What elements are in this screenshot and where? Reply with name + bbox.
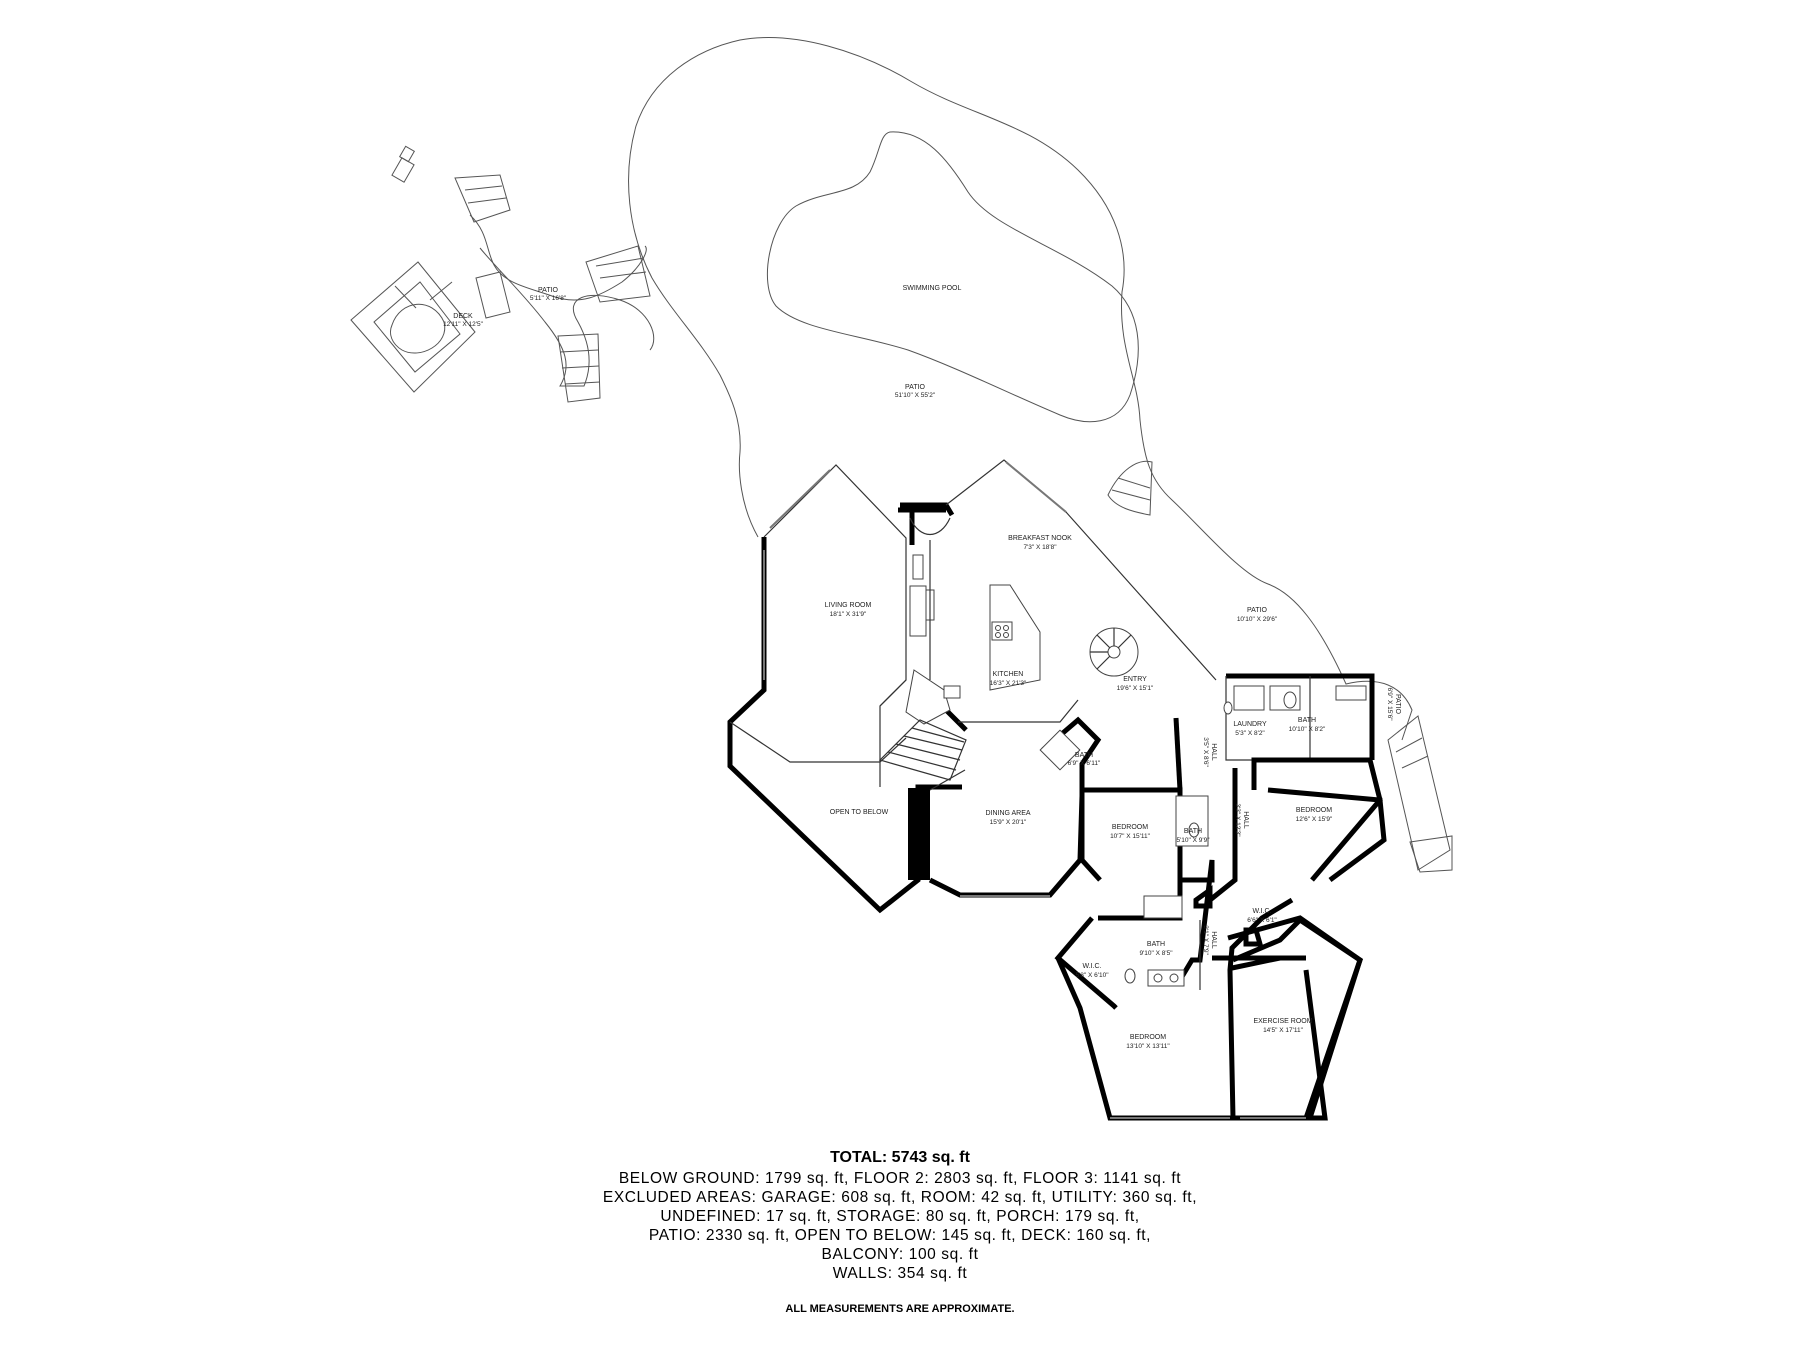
summary-line: PATIO: 2330 sq. ft, OPEN TO BELOW: 145 s… <box>648 1227 1152 1244</box>
summary-line: BALCONY: 100 sq. ft <box>821 1246 979 1263</box>
room-label-bedroom-right: BEDROOM 12'6" X 15'9" <box>1296 807 1333 823</box>
bath-lower-name: BATH <box>1147 941 1165 948</box>
deck <box>350 261 476 393</box>
room-label-wic-left: W.I.C. 5'8" X 6'10" <box>1075 963 1109 979</box>
breakfast-nook-name: BREAKFAST NOOK <box>1008 535 1072 542</box>
wic-left-dim: 5'8" X 6'10" <box>1075 972 1109 979</box>
summary-line: WALLS: 354 sq. ft <box>832 1265 968 1282</box>
room-label-patio-right: PATIO 10'10" X 29'6" <box>1237 607 1278 623</box>
hall-mid-name: HALL <box>1242 811 1249 829</box>
patio-right-name: PATIO <box>1247 607 1268 614</box>
room-label-patio-main: PATIO 51'10" X 55'2" <box>895 384 936 399</box>
bath-small-name: BATH <box>1075 752 1093 759</box>
room-label-bath-lower: BATH 9'10" X 8'5" <box>1139 941 1173 957</box>
swimming-pool <box>766 131 1139 423</box>
house-walls <box>727 459 1387 1121</box>
wic-right-dim: 6'6" X 6'1" <box>1247 917 1277 924</box>
kitchen-name: KITCHEN <box>993 671 1024 678</box>
deck-dim: 12'11" X 12'5" <box>443 321 484 328</box>
laundry-name: LAUNDRY <box>1233 721 1267 728</box>
room-label-living-room: LIVING ROOM 18'1" X 31'9" <box>825 602 872 618</box>
bath-laundry-name: BATH <box>1298 717 1316 724</box>
entry-name: ENTRY <box>1123 676 1147 683</box>
main-staircase <box>878 719 967 781</box>
room-label-hall-lower: HALL 3'1" X 7'9" <box>1202 925 1217 955</box>
room-label-hall-upper: HALL 3'5" X 8'6" <box>1202 737 1217 767</box>
room-label-bath-laundry: BATH 10'10" X 8'2" <box>1289 717 1326 733</box>
bath-laundry-dim: 10'10" X 8'2" <box>1289 726 1326 733</box>
living-room-name: LIVING ROOM <box>825 602 872 609</box>
patio-small-name: PATIO <box>538 287 559 294</box>
room-label-entry: ENTRY 19'6" X 15'1" <box>1117 676 1154 692</box>
bath-fixtures <box>1039 685 1367 987</box>
patio-main-dim: 51'10" X 55'2" <box>895 392 936 399</box>
small-patio-path-lower <box>479 247 655 387</box>
hall-upper-name: HALL <box>1210 743 1217 761</box>
laundry-dim: 5'3" X 8'2" <box>1235 730 1265 737</box>
room-label-wic-right: W.I.C. 6'6" X 6'1" <box>1247 908 1277 924</box>
summary-line: UNDEFINED: 17 sq. ft, STORAGE: 80 sq. ft… <box>660 1208 1140 1225</box>
swimming-pool-name: SWIMMING POOL <box>903 285 962 292</box>
breakfast-nook-dim: 7'3" X 18'8" <box>1023 544 1057 551</box>
windows <box>763 461 1306 1119</box>
deck-name: DECK <box>453 313 473 320</box>
small-patio-path <box>469 214 647 301</box>
wic-right-name: W.I.C. <box>1252 908 1271 915</box>
approximate-note: ALL MEASUREMENTS ARE APPROXIMATE. <box>785 1303 1015 1315</box>
exercise-room-name: EXERCISE ROOM <box>1253 1018 1312 1025</box>
patio-side-dim: 6'9" X 15'6" <box>1386 687 1393 721</box>
patio-main-name: PATIO <box>905 384 926 391</box>
kitchen-dim: 16'3" X 21'3" <box>990 680 1027 687</box>
room-label-open-to-below: OPEN TO BELOW <box>830 809 889 816</box>
exercise-room-dim: 14'5" X 17'11" <box>1263 1027 1304 1034</box>
kitchen-fixtures <box>905 540 1041 725</box>
room-label-exercise-room: EXERCISE ROOM 14'5" X 17'11" <box>1253 1018 1312 1034</box>
bedroom-lower-name: BEDROOM <box>1130 1034 1166 1041</box>
area-summary: TOTAL: 5743 sq. ft BELOW GROUND: 1799 sq… <box>0 1148 1800 1283</box>
dining-area-name: DINING AREA <box>985 810 1030 817</box>
room-label-bedroom-mid: BEDROOM 10'7" X 15'11" <box>1110 824 1151 840</box>
open-to-below-name: OPEN TO BELOW <box>830 809 889 816</box>
room-label-patio-side: PATIO 6'9" X 15'6" <box>1386 687 1401 721</box>
patio-side-name: PATIO <box>1394 694 1401 715</box>
living-room-dim: 18'1" X 31'9" <box>830 611 867 618</box>
room-label-hall-mid: HALL 3'3" X 12'3" <box>1234 803 1249 837</box>
patio-right-dim: 10'10" X 29'6" <box>1237 616 1278 623</box>
bath-lower-dim: 9'10" X 8'5" <box>1139 950 1173 957</box>
room-label-bedroom-lower: BEDROOM 13'10" X 13'11" <box>1126 1034 1170 1050</box>
summary-line: EXCLUDED AREAS: GARAGE: 608 sq. ft, ROOM… <box>602 1189 1198 1206</box>
right-patio-steps <box>1107 460 1453 873</box>
bedroom-right-dim: 12'6" X 15'9" <box>1296 816 1333 823</box>
bedroom-mid-dim: 10'7" X 15'11" <box>1110 833 1151 840</box>
bath-small-dim: 6'9" X 6'11" <box>1068 760 1101 767</box>
room-label-laundry: LAUNDRY 5'3" X 8'2" <box>1233 721 1267 737</box>
room-label-bath-mid: BATH 5'10" X 9'9" <box>1176 828 1210 844</box>
room-label-breakfast-nook: BREAKFAST NOOK 7'3" X 18'8" <box>1008 535 1072 551</box>
bedroom-right-name: BEDROOM <box>1296 807 1332 814</box>
room-label-swimming-pool: SWIMMING POOL <box>903 285 962 292</box>
entry-dim: 19'6" X 15'1" <box>1117 685 1154 692</box>
hall-lower-dim: 3'1" X 7'9" <box>1202 925 1209 955</box>
patio-steps <box>391 145 651 403</box>
room-label-kitchen: KITCHEN 16'3" X 21'3" <box>990 671 1027 687</box>
bedroom-mid-name: BEDROOM <box>1112 824 1148 831</box>
hall-lower-name: HALL <box>1210 931 1217 949</box>
patio-small-dim: 5'11" X 16'8" <box>530 295 567 302</box>
bath-mid-dim: 5'10" X 9'9" <box>1176 837 1210 844</box>
patio-outline <box>628 37 1413 741</box>
summary-line: BELOW GROUND: 1799 sq. ft, FLOOR 2: 2803… <box>618 1170 1182 1187</box>
hall-upper-dim: 3'5" X 8'6" <box>1202 737 1209 767</box>
hall-mid-dim: 3'3" X 12'3" <box>1234 803 1241 837</box>
spiral-staircase <box>1089 627 1139 677</box>
room-label-dining-area: DINING AREA 15'9" X 20'1" <box>985 810 1030 826</box>
wic-left-name: W.I.C. <box>1082 963 1101 970</box>
bedroom-lower-dim: 13'10" X 13'11" <box>1126 1043 1170 1050</box>
total-area: TOTAL: 5743 sq. ft <box>830 1149 970 1166</box>
room-label-patio-small: PATIO 5'11" X 16'8" <box>530 287 567 302</box>
bath-mid-name: BATH <box>1184 828 1202 835</box>
dining-area-dim: 15'9" X 20'1" <box>990 819 1027 826</box>
room-label-deck: DECK 12'11" X 12'5" <box>443 313 484 328</box>
room-label-bath-small: BATH 6'9" X 6'11" <box>1068 752 1101 767</box>
